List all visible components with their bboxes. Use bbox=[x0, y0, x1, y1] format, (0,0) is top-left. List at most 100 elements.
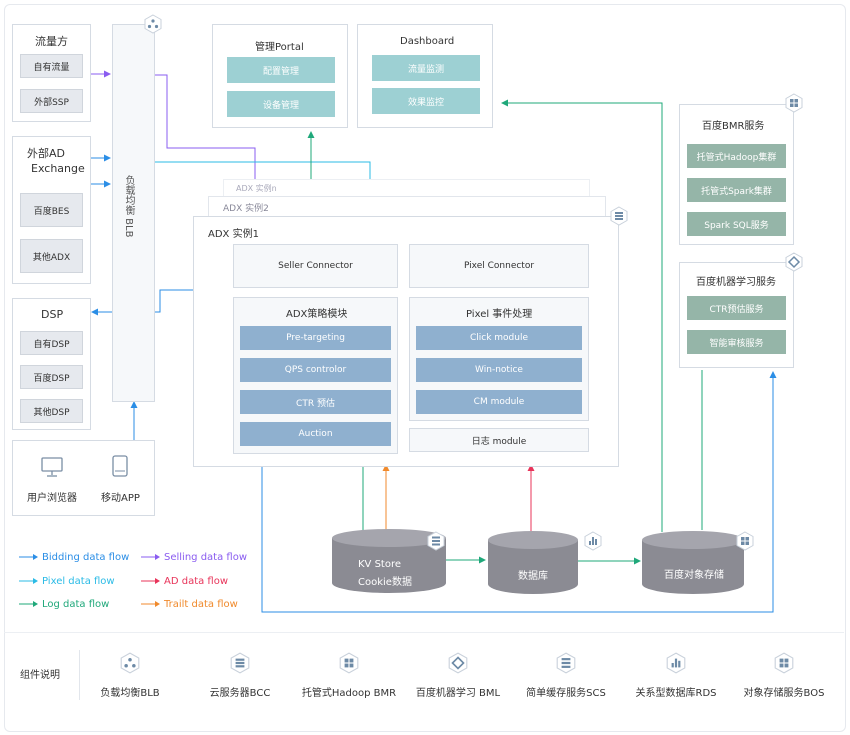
bos-cylinder[interactable] bbox=[641, 530, 745, 596]
bmr-title: 百度BMR服务 bbox=[702, 121, 765, 132]
cm-module-button[interactable]: CM module bbox=[416, 390, 582, 414]
legend-item: AD data flow bbox=[140, 576, 228, 587]
client-browser-label: 用户浏览器 bbox=[27, 493, 77, 504]
bos-label: 百度对象存储 bbox=[664, 570, 724, 581]
component-label: 托管式Hadoop BMR bbox=[301, 688, 397, 699]
bmr-hadoop-button[interactable]: 托管式Hadoop集群 bbox=[687, 144, 786, 168]
legend-item: Log data flow bbox=[18, 599, 109, 610]
legend-arrow-icon bbox=[141, 554, 160, 560]
bcc-icon bbox=[230, 652, 250, 674]
dashboard-title: Dashboard bbox=[400, 36, 455, 47]
blb-icon bbox=[120, 652, 140, 674]
legend-arrow-icon bbox=[19, 578, 38, 584]
bmr-sparksql-button[interactable]: Spark SQL服务 bbox=[687, 212, 786, 236]
win-notice-button[interactable]: Win-notice bbox=[416, 358, 582, 382]
dashboard-group: Dashboard 流量监测 效果监控 bbox=[357, 24, 493, 128]
legend-arrow-icon bbox=[141, 601, 160, 607]
rds-hex-icon bbox=[584, 531, 602, 551]
mobile-icon bbox=[112, 455, 128, 477]
ml-group: 百度机器学习服务 CTR预估服务 智能审核服务 bbox=[679, 262, 794, 368]
bmr-spark-button[interactable]: 托管式Spark集群 bbox=[687, 178, 786, 202]
legend-item: Bidding data flow bbox=[18, 552, 129, 563]
portal-config-button[interactable]: 配置管理 bbox=[227, 57, 335, 83]
external-ad-title-1: 外部AD bbox=[27, 147, 65, 160]
components-title: 组件说明 bbox=[20, 670, 60, 681]
portal-title: 管理Portal bbox=[255, 42, 304, 53]
external-ad-title-2: Exchange bbox=[31, 162, 85, 175]
dsp-item-other[interactable]: 其他DSP bbox=[20, 399, 83, 423]
adx-instance-1-label: ADX 实例1 bbox=[208, 229, 259, 240]
bmr-icon bbox=[339, 652, 359, 674]
cookie-data-label: Cookie数据 bbox=[358, 577, 412, 588]
adx-instance-n-label: ADX 实例n bbox=[236, 184, 277, 193]
database-label: 数据库 bbox=[518, 571, 548, 582]
legend-item: Selling data flow bbox=[140, 552, 247, 563]
client-app-label: 移动APP bbox=[101, 493, 140, 504]
legend-label: Trailt data flow bbox=[164, 599, 238, 610]
scs-hex-icon bbox=[427, 531, 445, 551]
click-module-button[interactable]: Click module bbox=[416, 326, 582, 350]
component-label: 百度机器学习 BML bbox=[415, 688, 501, 699]
component-label: 关系型数据库RDS bbox=[635, 688, 717, 699]
scs-icon bbox=[556, 652, 576, 674]
external-ad-item-other[interactable]: 其他ADX bbox=[20, 239, 83, 273]
strategy-title: ADX策略模块 bbox=[286, 309, 348, 320]
ctr-estimate-button[interactable]: CTR 预估 bbox=[240, 390, 391, 414]
strategy-module: ADX策略模块 Pre-targeting QPS controlor CTR … bbox=[233, 297, 398, 454]
rds-icon bbox=[666, 652, 686, 674]
bcc-hex-icon bbox=[610, 206, 628, 226]
legend-label: Log data flow bbox=[42, 599, 110, 610]
adx-instance-2: ADX 实例2 bbox=[208, 196, 606, 218]
legend-label: Bidding data flow bbox=[42, 552, 130, 563]
kv-store-label: KV Store bbox=[358, 559, 402, 570]
traffic-group: 流量方 自有流量 外部SSP bbox=[12, 24, 91, 122]
monitor-icon bbox=[41, 457, 63, 477]
dsp-group: DSP 自有DSP 百度DSP 其他DSP bbox=[12, 298, 91, 430]
pixel-event-module: Pixel 事件处理 Click module Win-notice CM mo… bbox=[409, 297, 589, 421]
traffic-item-own[interactable]: 自有流量 bbox=[20, 54, 83, 78]
clients-group: 用户浏览器 移动APP bbox=[12, 440, 155, 516]
blb-hex-icon bbox=[144, 14, 162, 34]
ml-title: 百度机器学习服务 bbox=[696, 277, 776, 288]
seller-connector[interactable]: Seller Connector bbox=[233, 244, 398, 288]
legend-arrow-icon bbox=[19, 601, 38, 607]
pixel-event-title: Pixel 事件处理 bbox=[466, 309, 533, 320]
bmr-hex-icon bbox=[785, 93, 803, 113]
dsp-title: DSP bbox=[41, 308, 64, 321]
bml-hex-icon bbox=[785, 252, 803, 272]
bos-hex-icon bbox=[736, 531, 754, 551]
dsp-item-own[interactable]: 自有DSP bbox=[20, 331, 83, 355]
legend-label: Pixel data flow bbox=[42, 576, 115, 587]
ml-audit-button[interactable]: 智能审核服务 bbox=[687, 330, 786, 354]
database-cylinder[interactable] bbox=[487, 530, 579, 596]
dashboard-effect-button[interactable]: 效果监控 bbox=[372, 88, 480, 114]
blb-label: 负载均衡 BLB bbox=[123, 175, 134, 238]
dsp-item-baidu[interactable]: 百度DSP bbox=[20, 365, 83, 389]
log-module[interactable]: 日志 module bbox=[409, 428, 589, 452]
legend-arrow-icon bbox=[19, 554, 38, 560]
legend-arrow-icon bbox=[141, 578, 160, 584]
qps-controller-button[interactable]: QPS controlor bbox=[240, 358, 391, 382]
pretargeting-button[interactable]: Pre-targeting bbox=[240, 326, 391, 350]
legend-item: Pixel data flow bbox=[18, 576, 115, 587]
component-label: 云服务器BCC bbox=[209, 688, 271, 699]
auction-button[interactable]: Auction bbox=[240, 422, 391, 446]
component-label: 对象存储服务BOS bbox=[743, 688, 825, 699]
external-ad-group: 外部AD Exchange 百度BES 其他ADX bbox=[12, 136, 91, 284]
bml-icon bbox=[448, 652, 468, 674]
portal-device-button[interactable]: 设备管理 bbox=[227, 91, 335, 117]
adx-instance-1: ADX 实例1 Seller Connector Pixel Connector… bbox=[193, 216, 619, 467]
components-divider bbox=[79, 650, 80, 700]
ml-ctr-button[interactable]: CTR预估服务 bbox=[687, 296, 786, 320]
traffic-item-ssp[interactable]: 外部SSP bbox=[20, 89, 83, 113]
load-balancer-blb[interactable]: 负载均衡 BLB bbox=[112, 24, 155, 402]
dashboard-traffic-button[interactable]: 流量监测 bbox=[372, 55, 480, 81]
traffic-title: 流量方 bbox=[35, 35, 68, 48]
external-ad-item-bes[interactable]: 百度BES bbox=[20, 193, 83, 227]
legend-label: Selling data flow bbox=[164, 552, 247, 563]
component-label: 简单缓存服务SCS bbox=[526, 688, 606, 699]
kv-store-cylinder[interactable] bbox=[331, 528, 447, 596]
legend-label: AD data flow bbox=[164, 576, 229, 587]
pixel-connector[interactable]: Pixel Connector bbox=[409, 244, 589, 288]
bmr-group: 百度BMR服务 托管式Hadoop集群 托管式Spark集群 Spark SQL… bbox=[679, 104, 794, 245]
